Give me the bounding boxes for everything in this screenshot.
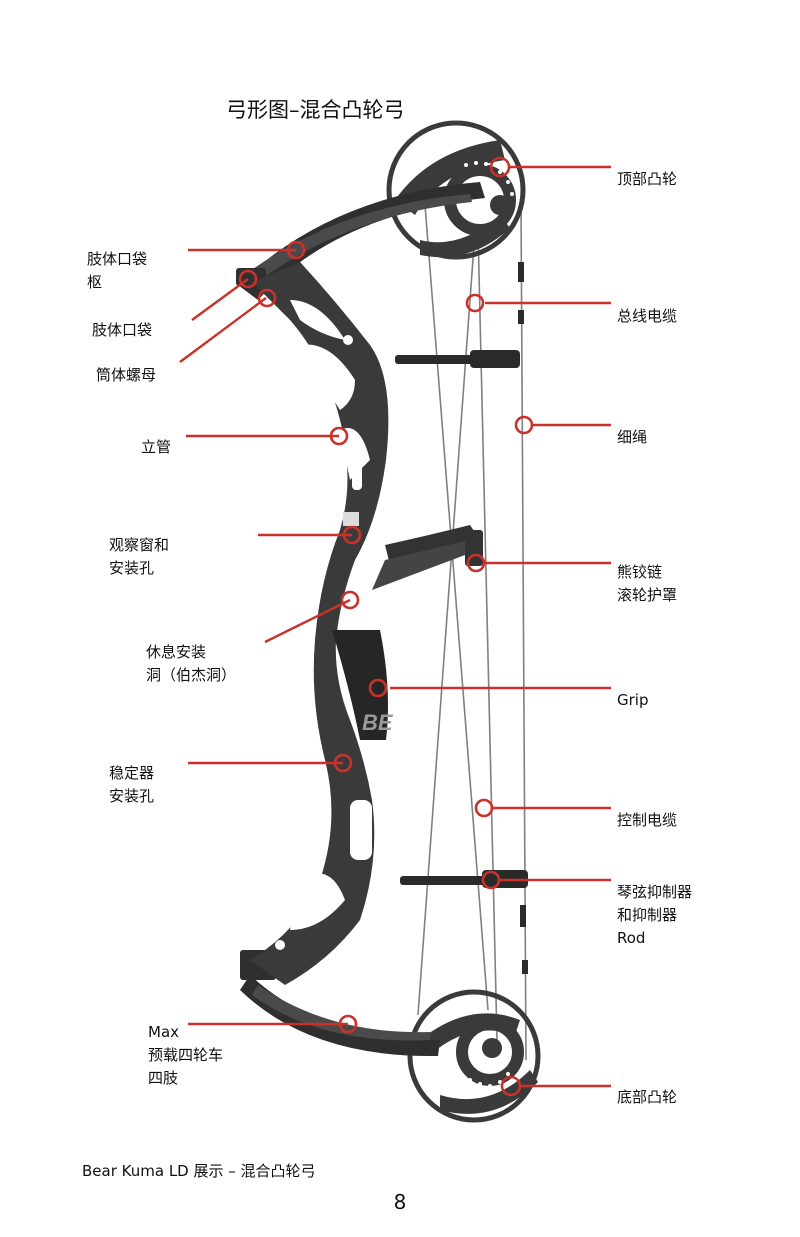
string-line xyxy=(520,204,527,1061)
label-riser: 立管 xyxy=(141,438,172,456)
control-cable-line xyxy=(417,244,475,1016)
label-bus-cable: 总线电缆 xyxy=(617,307,678,325)
riser-logo: BE xyxy=(362,710,394,735)
callout-rings xyxy=(238,156,534,1097)
arrow-rest-bracket xyxy=(372,525,483,590)
page-number: 8 xyxy=(393,1190,407,1214)
label-limb-pocket: 肢体口袋 xyxy=(92,321,153,339)
callout-lines xyxy=(179,165,611,1088)
label-max-preload-limbs: Max 预载四轮车 四肢 xyxy=(148,1023,224,1087)
diagram-title: 弓形图–混合凸轮弓 xyxy=(226,98,405,122)
label-bottom-cam: 底部凸轮 xyxy=(617,1088,678,1106)
bus-cable-line xyxy=(424,204,489,1011)
riser-cutouts xyxy=(275,300,372,950)
cables xyxy=(417,204,527,1061)
label-barrel-nut: 筒体螺母 xyxy=(96,366,157,384)
label-sight-window: 观察窗和 安装孔 xyxy=(109,536,170,577)
top-cam-dots xyxy=(464,161,514,196)
label-string-suppressor: 琴弦抑制器 和抑制器 Rod xyxy=(617,883,693,947)
label-grip: Grip xyxy=(617,691,649,709)
label-string: 细绳 xyxy=(617,428,648,446)
label-roller-guard: 熊铰链 滚轮护罩 xyxy=(617,563,678,604)
figure-caption: Bear Kuma LD 展示 – 混合凸轮弓 xyxy=(82,1162,316,1180)
label-control-cable: 控制电缆 xyxy=(617,811,678,829)
label-top-cam: 顶部凸轮 xyxy=(617,170,678,188)
rods xyxy=(395,350,528,888)
bottom-cam xyxy=(407,989,541,1123)
label-rest-mount: 休息安装 洞（伯杰洞） xyxy=(146,643,237,684)
label-stabilizer-mount: 稳定器 安装孔 xyxy=(109,764,155,805)
label-limb-pocket-pivot: 肢体口袋 枢 xyxy=(87,250,148,291)
